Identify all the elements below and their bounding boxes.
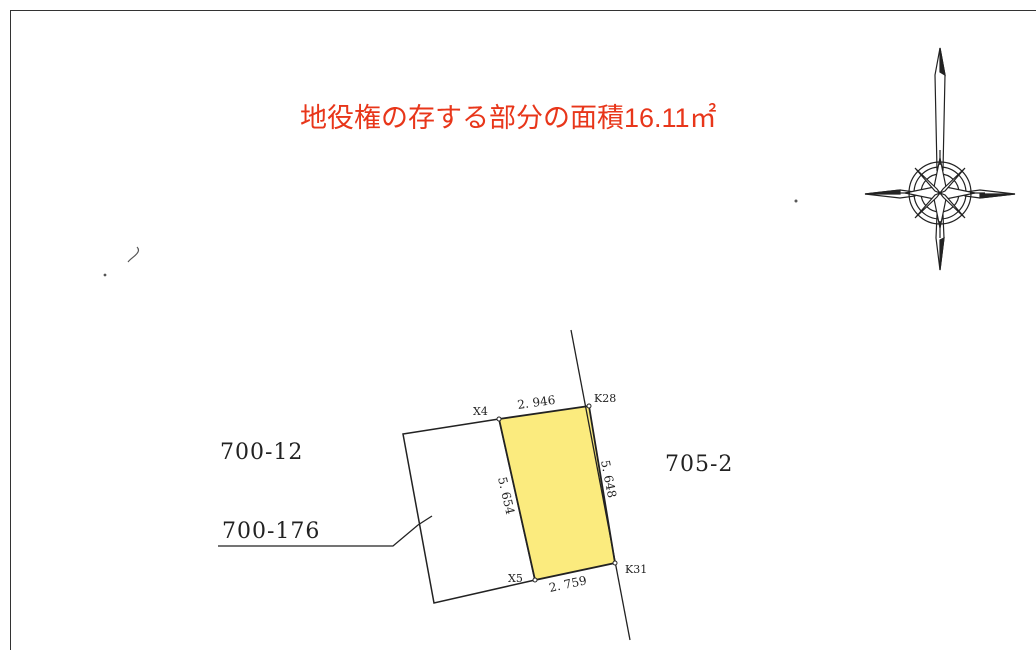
point-label-k31: K31: [625, 563, 647, 576]
point-label-x5: X5: [508, 572, 523, 585]
compass-rose-icon: [864, 47, 1016, 271]
parcel-label-700-176: 700-176: [222, 519, 320, 544]
parcel-label-700-12: 700-12: [220, 440, 303, 465]
point-label-x4: X4: [473, 405, 488, 418]
point-label-k28: K28: [594, 392, 616, 405]
scan-speck: [103, 199, 798, 277]
dimension-top: 2. 946: [516, 393, 556, 412]
map-frame: [10, 10, 1036, 650]
boundary-line-705-2: [570, 329, 631, 641]
corner-markers: [496, 403, 618, 583]
parcel-label-705-2: 705-2: [665, 452, 733, 477]
leader-line-700-176: [218, 515, 433, 547]
map-title: 地役権の存する部分の面積16.11㎡: [300, 103, 717, 133]
